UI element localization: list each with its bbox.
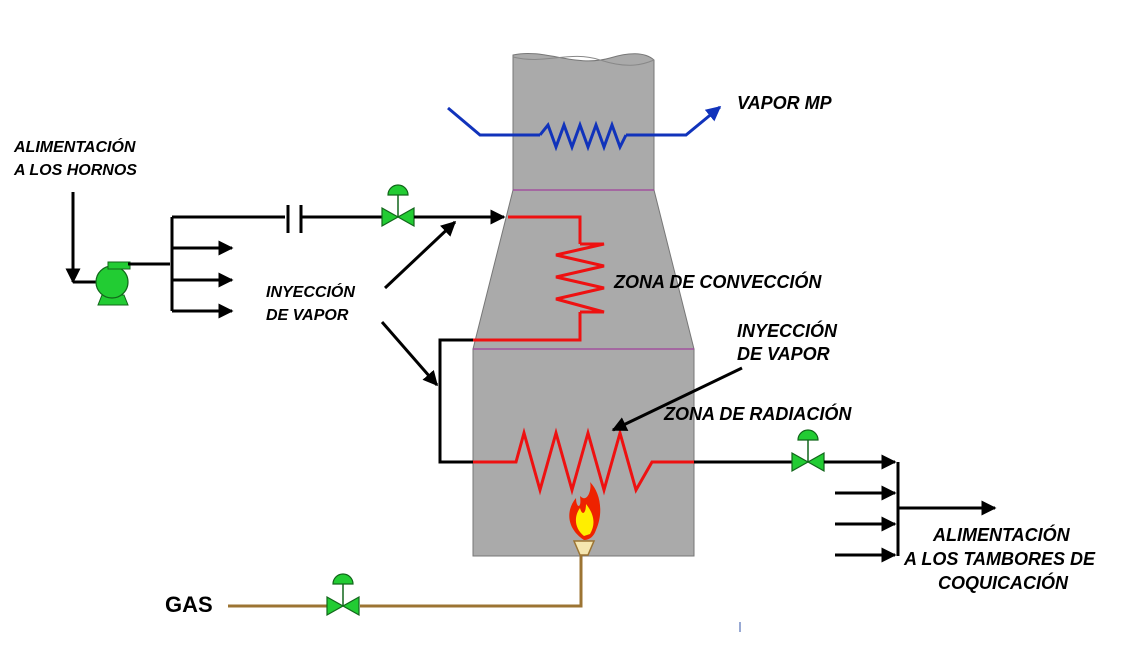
outlet-control-valve-icon (791, 429, 825, 473)
flow-orifice-icon (286, 205, 303, 233)
steam-injection-left-line2: DE VAPOR (266, 307, 349, 324)
steam-injection-left-line1: INYECCIÓN (266, 282, 355, 301)
feed-furnace-label-line2: A LOS HORNOS (13, 162, 137, 179)
steam-injection-right-line2: DE VAPOR (737, 344, 830, 364)
gas-line-burner (360, 555, 583, 608)
furnace (472, 53, 695, 557)
radiation-coil (473, 427, 694, 496)
steam-injection-right-line1: INYECCIÓN (737, 320, 838, 341)
radiation-zone-label: ZONA DE RADIACIÓN (663, 403, 852, 424)
feed-header (170, 215, 285, 319)
steam-injection-arrow-lower (380, 321, 439, 387)
stack (512, 53, 655, 191)
feed-furnace-label-line1: ALIMENTACIÓN (13, 137, 136, 156)
steam-injection-arrow-right (611, 366, 743, 432)
pump-icon (95, 261, 131, 306)
crossover-line (438, 338, 473, 464)
feed-drums-label-line1: ALIMENTACIÓN (932, 524, 1071, 545)
steam-injection-arrow-upper (383, 220, 457, 290)
steam-coil (447, 105, 722, 152)
control-valve-icon (381, 184, 415, 228)
convection-zone-label: ZONA DE CONVECCIÓN (613, 271, 822, 292)
stack-top-lip (512, 55, 655, 66)
outlet-header (835, 462, 997, 563)
gas-control-valve-icon (326, 573, 360, 617)
vapor-mp-label: VAPOR MP (737, 93, 833, 113)
burner-flame-icon (569, 482, 601, 556)
convection-coil (473, 215, 605, 342)
gas-label: GAS (165, 592, 213, 617)
feed-drums-label-line3: COQUICACIÓN (938, 572, 1069, 593)
feed-drums-label-line2: A LOS TAMBORES DE (903, 549, 1096, 569)
